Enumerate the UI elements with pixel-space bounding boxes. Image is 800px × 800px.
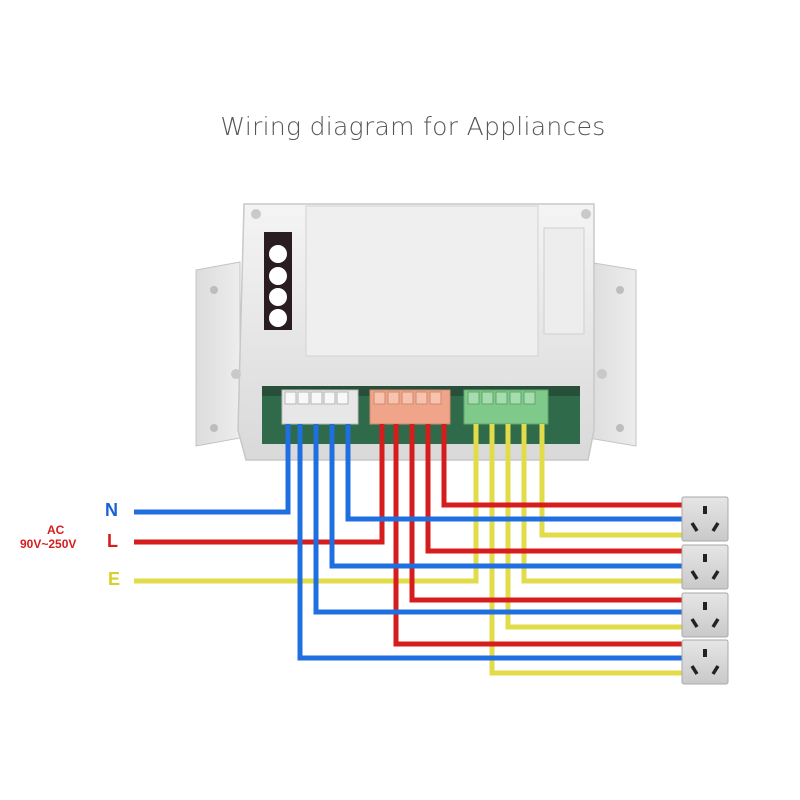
status-led-panel	[264, 232, 292, 330]
led-3	[269, 288, 287, 306]
voltage-range-label: 90V~250V	[20, 537, 77, 551]
terminal-block-earth	[463, 389, 549, 425]
led-2	[269, 267, 287, 285]
outlet-icon	[681, 496, 729, 542]
outlet-icon	[681, 639, 729, 685]
outlet-icon	[681, 544, 729, 590]
live-label: L	[107, 531, 118, 551]
outlet-icon	[681, 592, 729, 638]
led-4	[269, 309, 287, 327]
page-title: Wiring diagram for Appliances	[220, 112, 606, 141]
live-wires	[134, 424, 686, 647]
ac-label: AC	[47, 523, 65, 537]
outlet-column	[681, 496, 729, 685]
terminal-block-live	[369, 389, 451, 425]
neutral-label: N	[105, 500, 118, 520]
neutral-wires	[134, 424, 686, 661]
terminal-block-neutral	[281, 389, 359, 425]
earth-label: E	[108, 569, 121, 589]
led-1	[269, 245, 287, 263]
